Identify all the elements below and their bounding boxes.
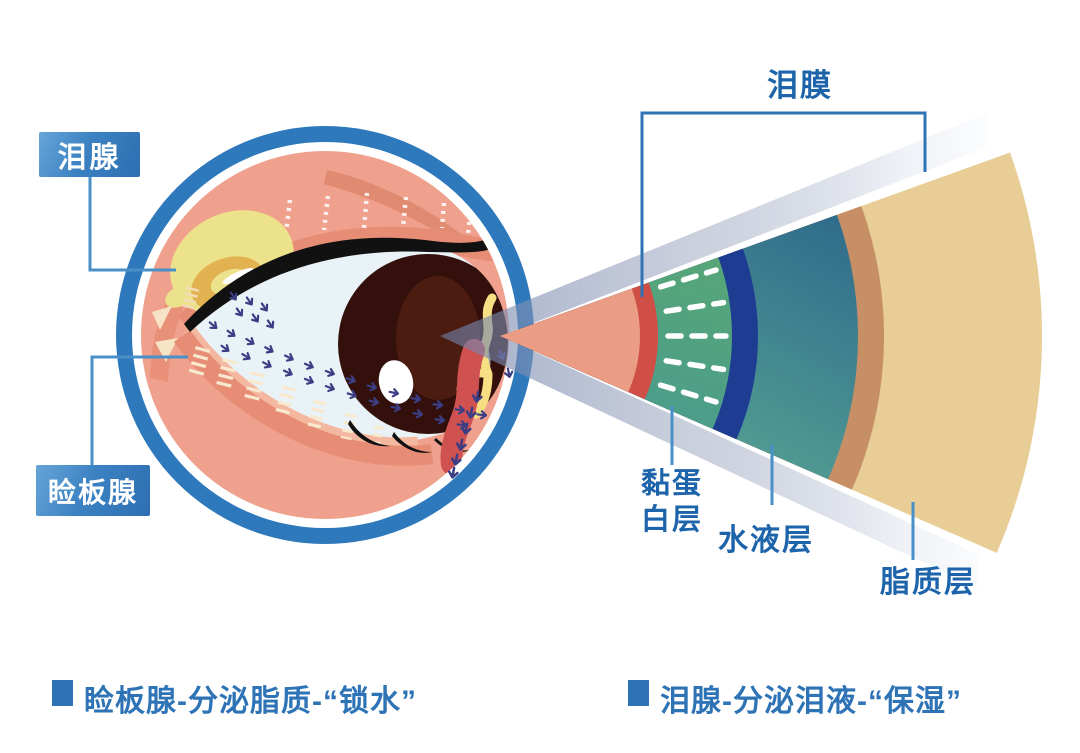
- eyelash-line: [184, 230, 509, 332]
- mucin-dashes: [657, 267, 729, 405]
- lower-lid-margin: [173, 330, 434, 466]
- caption-meibomian-text: 睑板腺-分泌脂质-“锁水”: [84, 685, 417, 718]
- mucin-layer-label: 黏蛋 白层: [626, 466, 718, 538]
- corner-caruncle: [152, 306, 172, 330]
- meibomian-gland-leader: [90, 355, 188, 466]
- aqueous-layer-label: 水液层: [718, 524, 814, 557]
- lacrimal-gland-label: 泪腺: [57, 141, 122, 174]
- meibomian-gland-stripes: [188, 346, 384, 450]
- lacrimal-gland-label-box: 泪腺: [39, 132, 140, 177]
- caption-meibomian: 睑板腺-分泌脂质-“锁水”: [52, 676, 417, 720]
- leader-lines: [88, 177, 915, 560]
- iris-highlight: [378, 360, 414, 404]
- tear-film-bracket: [640, 111, 927, 297]
- lacrimal-gland-leader: [88, 177, 176, 272]
- caption-lacrimal-text: 泪腺-分泌泪液-“保湿”: [660, 685, 962, 718]
- caption-lacrimal: 泪腺-分泌泪液-“保湿”: [628, 676, 962, 720]
- meibomian-gland-label: 睑板腺: [47, 476, 138, 508]
- bullet-square-icon: [628, 680, 649, 706]
- corner-caruncle-2: [155, 338, 178, 362]
- tear-drainage-sac: [440, 339, 485, 475]
- bullet-square-icon: [52, 680, 73, 706]
- mucin-layer-label-line2: 白层: [640, 504, 703, 536]
- meibomian-gland-label-box: 睑板腺: [36, 465, 150, 516]
- mucin-layer-label-line1: 黏蛋: [640, 468, 703, 500]
- upper-lid-gland-stripes: [283, 192, 473, 235]
- magnifier-beam: [440, 112, 990, 588]
- tear-film-label: 泪膜: [767, 68, 833, 103]
- eye-illustration: [116, 126, 534, 544]
- lipid-layer-label: 脂质层: [880, 566, 976, 599]
